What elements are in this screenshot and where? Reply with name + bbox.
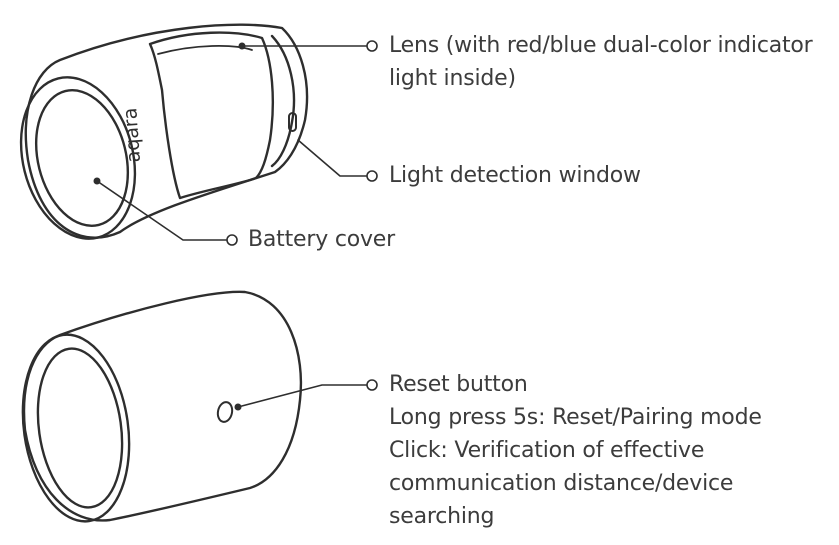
device-bottom: [21, 290, 303, 523]
battery-cover-label-line-1: Battery cover: [248, 227, 395, 252]
battery-leader-line: [96, 180, 227, 241]
light-detection-window-shape: [288, 112, 297, 132]
reset-label-line-1: Reset button: [389, 372, 528, 397]
reset-button-shape: [216, 401, 234, 423]
reset-label-line-5: searching: [389, 504, 495, 529]
device-bottom-front-ring-inner: [36, 347, 124, 509]
device-top: [19, 23, 309, 240]
lens-label-line-1: Lens (with red/blue dual-color indicator: [389, 33, 813, 58]
reset-label-line-3: Click: Verification of effective: [389, 438, 705, 463]
device-brand-logo: aqara: [119, 107, 145, 163]
battery-cover-label: Battery cover: [248, 223, 395, 256]
lens-label-line-2: light inside): [389, 66, 516, 91]
lens-leader-end: [366, 40, 378, 52]
reset-button-label: Reset button Long press 5s: Reset/Pairin…: [389, 368, 762, 533]
lens-window-inner: [157, 45, 253, 55]
reset-leader-end: [366, 379, 378, 391]
battery-cover-shape: [34, 89, 130, 227]
reset-label-line-2: Long press 5s: Reset/Pairing mode: [389, 405, 762, 430]
reset-leader-line: [237, 384, 367, 408]
battery-leader-end: [226, 234, 238, 246]
lens-label: Lens (with red/blue dual-color indicator…: [389, 29, 813, 95]
device-bottom-body: [22, 290, 303, 522]
light-window-label: Light detection window: [389, 159, 641, 192]
light-window-label-line-1: Light detection window: [389, 163, 641, 188]
lens-window-frame: [148, 31, 274, 200]
device-top-body: [24, 23, 309, 239]
light-window-leader-end: [366, 170, 378, 182]
light-window-leader-line: [297, 139, 367, 177]
device-top-rear-rim: [270, 34, 296, 168]
device-bottom-front-ring-outer: [21, 333, 131, 523]
reset-label-line-4: communication distance/device: [389, 471, 734, 496]
device-top-front-ring-outer: [19, 76, 137, 240]
